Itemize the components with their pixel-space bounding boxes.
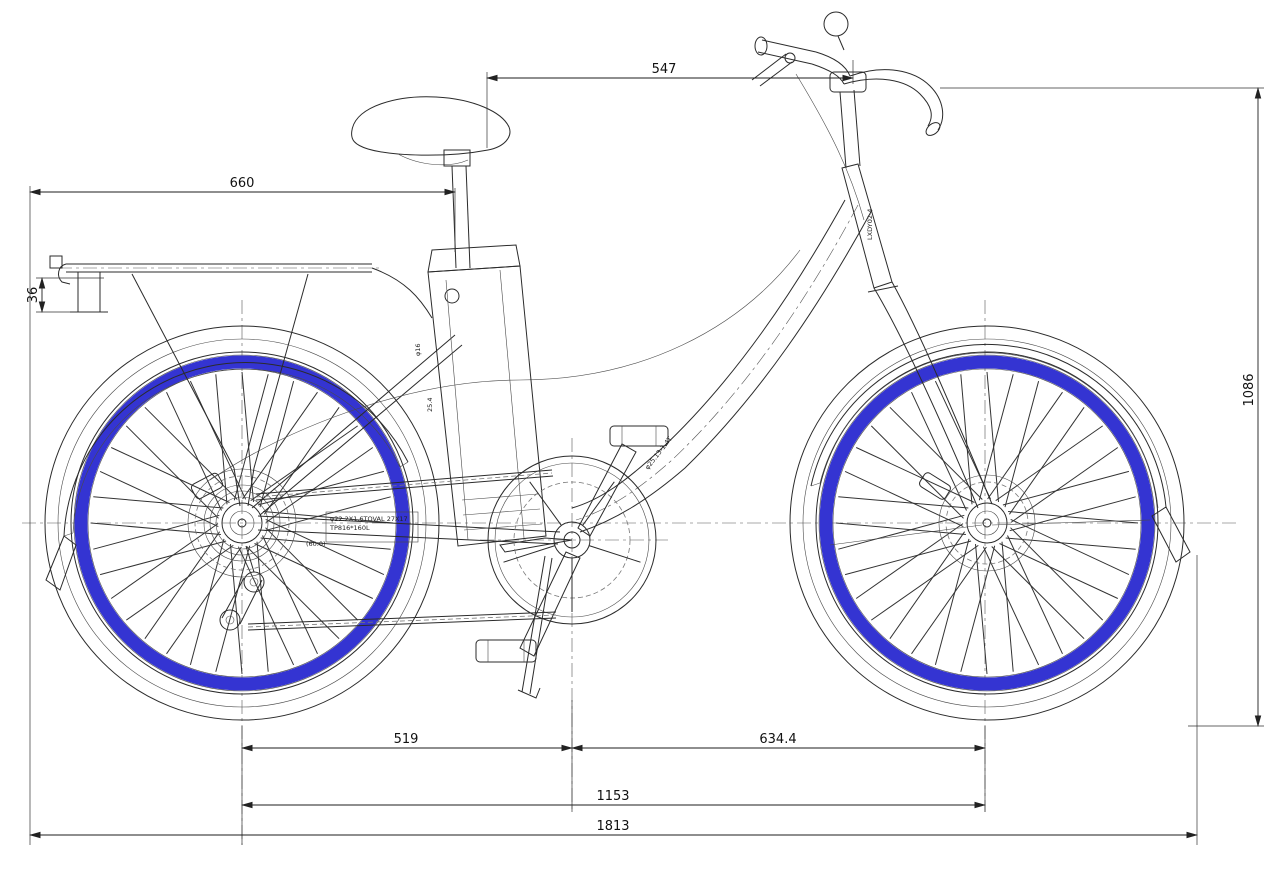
dim-rack-length-label: 660 [230,176,255,191]
rear-cassette [203,484,281,562]
dim-overall-length-label: 1813 [596,819,629,834]
front-brake-caliper [919,472,951,500]
brake-lever [751,52,796,87]
battery-lock [444,288,460,304]
right-crank [577,443,637,537]
right-pedal [609,425,669,447]
rear-brake-caliper [190,472,224,500]
dim-rack-height: 36 [26,277,46,313]
rear-rim [74,355,410,691]
drivetrain [219,425,669,663]
dim-front-center-label: 634.4 [759,732,796,747]
front-fender [810,343,1191,563]
saddle [351,96,511,269]
handlebar-assembly [751,11,944,221]
seat-tube-dia-label: φ16 [414,343,422,356]
front-disc-rotor [938,474,1036,572]
right-bar [849,69,944,131]
stem [839,91,847,169]
dim-overall-height-label: 1086 [1242,373,1257,406]
dim-overall-length: 1813 [29,819,1198,839]
dim-rear-center: 519 [241,732,573,752]
dimensions: 547 660 36 1086 519 634.4 1153 1813 [26,60,1264,845]
dim-wheelbase: 1153 [241,789,986,809]
left-pedal [475,639,537,663]
chainstay-spec-line3: (60.0) [306,540,326,548]
brake-cable [209,249,801,481]
down-tube-spec-label: φ25.13-1.4T [643,435,674,471]
seat-post-dia-label: 25.4 [426,398,434,412]
dim-rack-length: 660 [29,176,456,196]
rear-rack [49,255,433,507]
rear-fender [45,362,409,591]
dim-top-span-label: 547 [652,62,677,77]
rear-derailleur [219,545,265,631]
chainring [487,455,657,625]
rack-reflector [49,255,63,269]
front-mudflap [1151,506,1191,563]
battery-pack [427,244,573,553]
frame-code-label: LXDY02-4 [866,209,874,240]
chain [247,469,557,631]
bell [823,11,849,37]
seatstay [251,334,456,509]
dim-rear-center-label: 519 [394,732,419,747]
front-wheel [789,325,1185,721]
chainstay-spec-line2: TP816*160L [329,524,370,532]
dim-front-center: 634.4 [571,732,986,752]
left-crank [519,551,581,657]
chainstay-spec-line1: φ22.2X1.6TOVAL 27X17 [330,515,408,523]
rear-spokes [90,371,394,675]
annotations: LXDY02-4 φ25.13-1.4T φ22.2X1.6TOVAL 27X1… [306,209,874,548]
left-grip [761,39,817,53]
kickstand [517,555,553,699]
chainstay [257,515,561,533]
rear-mudflap [45,535,77,591]
fork [873,287,979,509]
front-rim [819,355,1155,691]
front-spokes [835,371,1139,675]
seat-clamp [443,149,471,167]
dim-overall-height: 1086 [1242,87,1262,727]
dim-rack-height-label: 36 [26,287,41,304]
dim-top-span: 547 [486,62,854,82]
rear-disc-rotor [187,468,297,578]
seat-post [451,165,457,269]
chainring-spider [503,481,641,612]
dim-wheelbase-label: 1153 [596,789,629,804]
